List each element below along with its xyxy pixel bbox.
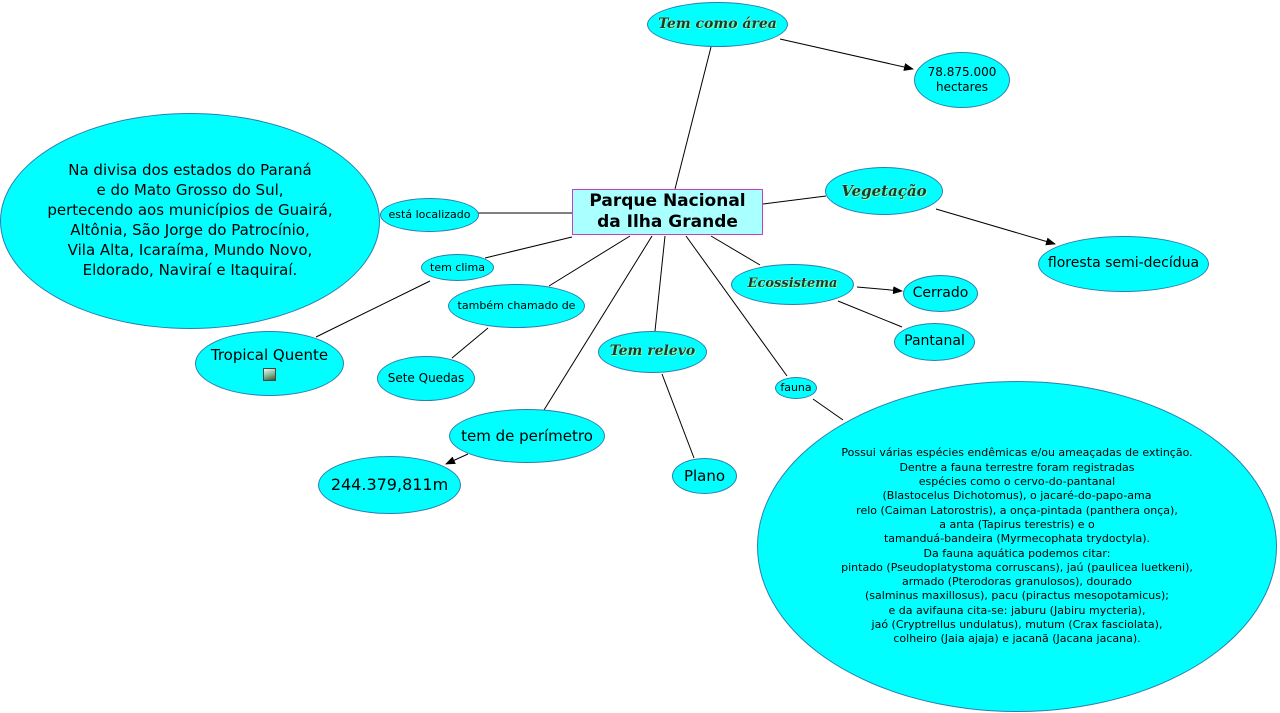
node-location-text[interactable]: Na divisa dos estados do Paraná e do Mat… xyxy=(0,113,380,329)
node-esta-localizado-label: está localizado xyxy=(388,208,471,222)
line-ecossistema-pantanal xyxy=(837,300,903,328)
line-center-chamado xyxy=(548,235,631,287)
node-area-value-label: 78.875.000 hectares xyxy=(927,65,997,94)
line-center-area xyxy=(674,46,712,190)
node-cerrado-label: Cerrado xyxy=(912,284,969,301)
line-area-value xyxy=(779,38,914,71)
central-topic-label: Parque Nacional da Ilha Grande xyxy=(589,190,746,232)
line-vegetacao-value xyxy=(935,208,1056,246)
node-tem-clima-label: tem clima xyxy=(430,260,485,274)
line-center-vegetacao xyxy=(762,195,827,205)
node-area-value[interactable]: 78.875.000 hectares xyxy=(914,52,1010,108)
node-cerrado[interactable]: Cerrado xyxy=(903,275,978,312)
node-perimetro-value[interactable]: 244.379,811m xyxy=(318,456,461,514)
node-tem-como-area-label: Tem como área xyxy=(658,15,777,32)
line-center-perimetro xyxy=(543,235,653,411)
node-fauna-text-label: Possui várias espécies endêmicas e/ou am… xyxy=(841,446,1193,646)
line-clima-value xyxy=(315,280,431,338)
node-vegetacao-value[interactable]: floresta semi-decídua xyxy=(1038,236,1209,292)
node-tem-perimetro[interactable]: tem de perímetro xyxy=(449,409,605,463)
node-vegetacao-label: Vegetação xyxy=(841,181,927,200)
line-chamado-value xyxy=(451,327,489,359)
node-esta-localizado[interactable]: está localizado xyxy=(380,198,479,232)
node-tem-como-area[interactable]: Tem como área xyxy=(647,2,788,47)
line-ecossistema-cerrado xyxy=(856,286,903,295)
node-tambem-chamado[interactable]: também chamado de xyxy=(448,284,585,328)
node-fauna-label: fauna xyxy=(780,381,812,395)
node-relevo-value[interactable]: Plano xyxy=(672,458,737,494)
line-relevo-value xyxy=(661,373,695,459)
node-chamado-value[interactable]: Sete Quedas xyxy=(377,356,475,401)
image-placeholder-icon xyxy=(263,368,276,382)
node-location-text-label: Na divisa dos estados do Paraná e do Mat… xyxy=(47,161,333,279)
node-tem-relevo-label: Tem relevo xyxy=(609,343,696,360)
node-tem-relevo[interactable]: Tem relevo xyxy=(598,331,707,373)
line-perimetro-value xyxy=(445,453,469,465)
node-pantanal[interactable]: Pantanal xyxy=(894,323,975,361)
node-ecossistema-label: Ecossistema xyxy=(747,276,838,292)
node-vegetacao[interactable]: Vegetação xyxy=(825,167,943,215)
line-center-fauna xyxy=(685,235,788,377)
node-vegetacao-value-label: floresta semi-decídua xyxy=(1047,255,1200,272)
node-chamado-value-label: Sete Quedas xyxy=(387,371,465,385)
node-tem-clima[interactable]: tem clima xyxy=(421,254,494,281)
node-perimetro-value-label: 244.379,811m xyxy=(330,475,449,494)
node-clima-value[interactable]: Tropical Quente xyxy=(195,331,344,396)
node-tambem-chamado-label: também chamado de xyxy=(457,299,576,313)
line-fauna-text xyxy=(812,398,844,421)
node-tem-perimetro-label: tem de perímetro xyxy=(461,426,593,445)
node-ecossistema[interactable]: Ecossistema xyxy=(731,264,854,305)
node-clima-value-label: Tropical Quente xyxy=(210,345,329,364)
node-pantanal-label: Pantanal xyxy=(904,333,965,350)
central-topic[interactable]: Parque Nacional da Ilha Grande xyxy=(572,189,763,235)
line-center-clima xyxy=(484,236,573,259)
node-fauna-text[interactable]: Possui várias espécies endêmicas e/ou am… xyxy=(757,381,1277,712)
node-relevo-value-label: Plano xyxy=(683,466,726,485)
line-center-relevo xyxy=(654,235,666,332)
line-center-ecossistema xyxy=(710,235,761,266)
node-fauna[interactable]: fauna xyxy=(775,377,817,399)
